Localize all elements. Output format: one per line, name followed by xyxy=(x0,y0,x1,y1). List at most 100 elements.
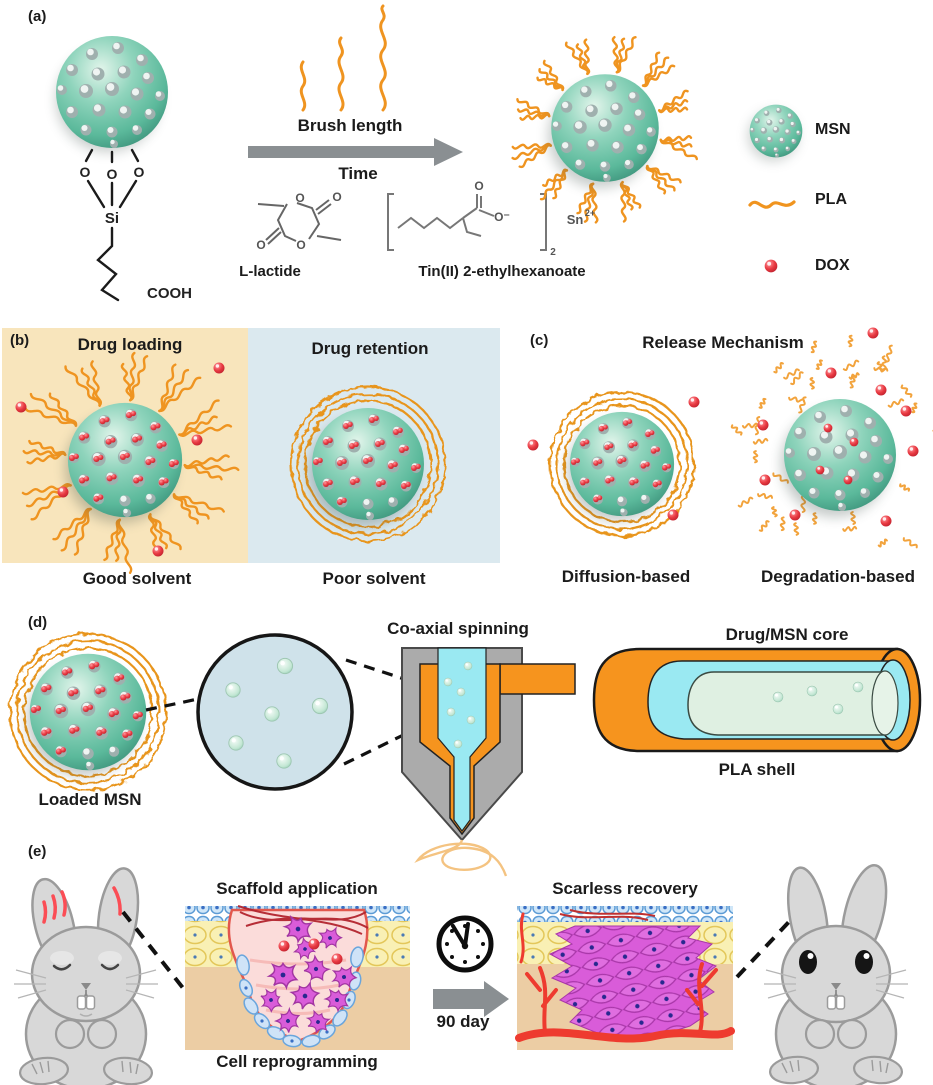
reprogrammed-cells xyxy=(257,914,359,1038)
pla-brush-icon xyxy=(299,60,307,112)
tin-o-minus: O⁻ xyxy=(494,210,510,224)
cell-scaffold xyxy=(548,925,717,1039)
epithelium-row xyxy=(185,906,410,921)
atom-si: Si xyxy=(105,210,119,227)
poor-solvent-caption: Poor solvent xyxy=(322,569,426,588)
pla-brush-icon xyxy=(379,4,387,112)
wound-tissue xyxy=(185,905,410,1050)
spun-fiber-thread xyxy=(414,839,508,877)
panel-c-label: (c) xyxy=(530,332,549,349)
degrading-msn-sphere xyxy=(784,399,896,511)
panel-e-graphics xyxy=(14,864,908,1085)
lactide-o-carbonyl-bottom: O xyxy=(256,238,265,252)
pla-brush-corona xyxy=(511,35,699,224)
degraded-pla-fragments xyxy=(730,334,933,549)
legend-dox-label: DOX xyxy=(815,257,850,274)
atom-o2: O xyxy=(107,166,118,182)
free-dox-dots xyxy=(15,362,225,557)
core-shell-fiber xyxy=(592,647,922,753)
wound-scratches xyxy=(42,886,122,924)
fiber-inner-core xyxy=(687,671,886,736)
poor-solvent-box xyxy=(248,328,500,563)
loaded-msn-sphere xyxy=(30,654,146,770)
rabbit-nose xyxy=(831,983,841,990)
msn-sphere xyxy=(56,36,168,148)
good-solvent-caption: Good solvent xyxy=(82,569,192,588)
loaded-msn-shell xyxy=(8,632,168,792)
clock-icon xyxy=(436,915,494,973)
extended-brush-corona xyxy=(21,351,240,575)
core-channel xyxy=(437,647,487,833)
rabbit-ear xyxy=(31,877,77,971)
legend-msn-label: MSN xyxy=(815,121,851,138)
duration-label: 90 day xyxy=(436,1012,490,1031)
whiskers xyxy=(764,969,908,999)
callout-dashed-line xyxy=(121,910,185,990)
good-solvent-box xyxy=(2,328,248,563)
coaxial-spinning-title: Co-axial spinning xyxy=(387,619,529,638)
diffusing-msn-sphere xyxy=(570,412,674,516)
fiber-core-liquid xyxy=(647,660,894,740)
legend-dox-icon xyxy=(764,259,778,273)
channel-droplets xyxy=(443,661,476,749)
collapsed-brush-shell xyxy=(289,385,447,543)
recovered-tissue xyxy=(515,906,735,1050)
panel-b-label: (b) xyxy=(10,332,30,349)
rabbit-teeth xyxy=(826,995,837,1010)
residual-dox-dots xyxy=(815,423,859,485)
rabbit-teeth xyxy=(76,995,87,1010)
reaction-arrow-icon xyxy=(248,138,463,166)
catalyst-label: Tin(II) 2-ethylhexanoate xyxy=(418,263,586,280)
magnified-droplet-view xyxy=(196,633,354,791)
released-dox-dots xyxy=(527,396,700,521)
shell-inlet-tube xyxy=(499,663,576,695)
open-eyes xyxy=(799,950,873,974)
tin-sn: Sn xyxy=(567,212,584,227)
release-mechanism-title: Release Mechanism xyxy=(642,333,804,352)
lining-cells xyxy=(236,946,364,1048)
drug-msn-core-label: Drug/MSN core xyxy=(725,625,849,644)
l-lactide-label: L-lactide xyxy=(239,263,301,280)
loaded-msn-sphere xyxy=(68,403,182,517)
atom-o1: O xyxy=(80,164,91,180)
degradation-caption: Degradation-based xyxy=(761,567,915,586)
panel-e-label: (e) xyxy=(28,843,47,860)
legend-pla-label: PLA xyxy=(815,191,847,208)
retained-msn-sphere xyxy=(312,408,424,520)
atom-cooh: COOH xyxy=(147,285,192,302)
coaxial-nozzle xyxy=(401,647,576,842)
epithelium-row xyxy=(517,906,733,922)
pla-brush-icon xyxy=(337,36,345,112)
wound-bed xyxy=(227,908,369,1043)
brush-length-label: Brush length xyxy=(297,116,403,135)
msn-pla-sphere xyxy=(551,74,659,182)
fiber-streaks xyxy=(237,905,369,935)
diffusion-shell xyxy=(548,390,696,538)
msn-droplets xyxy=(225,657,329,769)
rabbit-injured xyxy=(14,867,158,1085)
lactide-o-ring-top: O xyxy=(295,191,304,205)
scaffold-application-title: Scaffold application xyxy=(216,879,378,898)
panel-a-label: (a) xyxy=(28,8,47,25)
chevron-right-icon xyxy=(435,687,448,705)
atom-o3: O xyxy=(134,164,145,180)
cell-reprogramming-caption: Cell reprogramming xyxy=(216,1052,378,1071)
escaped-dox-dots xyxy=(757,327,919,527)
rabbit-ear xyxy=(840,864,888,964)
fiber-msn-droplets xyxy=(772,681,864,715)
rabbit-recovered xyxy=(764,864,908,1085)
magnify-dashed-lines xyxy=(145,658,439,766)
drug-loading-title: Drug loading xyxy=(77,335,183,354)
drug-retention-title: Drug retention xyxy=(311,339,429,358)
dox-in-wound xyxy=(278,938,343,965)
callout-dashed-line xyxy=(735,905,805,979)
whiskers xyxy=(14,969,158,999)
scarless-recovery-title: Scarless recovery xyxy=(552,879,698,898)
loaded-msn-caption: Loaded MSN xyxy=(38,790,142,809)
l-lactide-structure xyxy=(257,199,342,245)
pla-shell-label: PLA shell xyxy=(718,760,796,779)
tin-sn-charge: 2+ xyxy=(585,208,595,218)
diffusion-caption: Diffusion-based xyxy=(561,567,691,586)
lactide-o-ring-bottom: O xyxy=(296,238,305,252)
